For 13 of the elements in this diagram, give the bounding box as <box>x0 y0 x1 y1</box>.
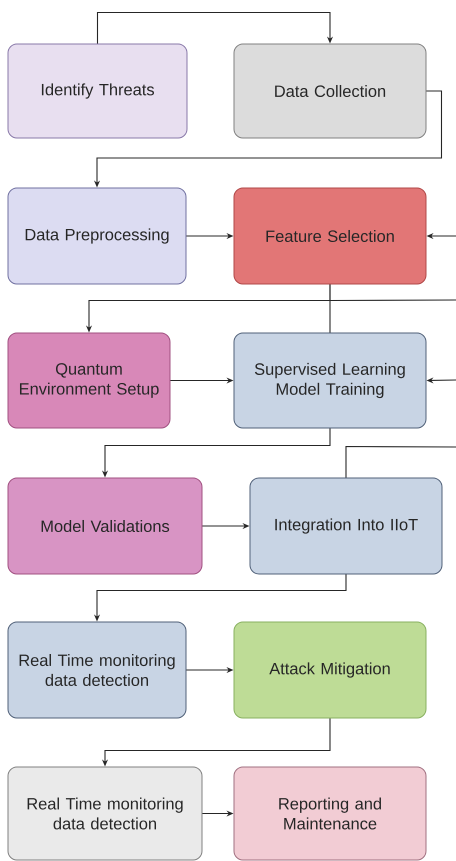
process-box: Data Preprocessing <box>8 188 186 284</box>
process-box: Real Time monitoring data detection <box>8 622 186 718</box>
process-box: Supervised Learning Model Training <box>234 332 426 428</box>
process-box: Reporting and Maintenance <box>234 766 426 860</box>
process-box: Attack Mitigation <box>234 622 426 718</box>
process-box: Real Time monitoring data detection <box>8 766 202 860</box>
process-box: Integration Into IIoT <box>250 478 442 574</box>
arrow <box>96 12 334 44</box>
process-box: Identify Threats <box>8 44 188 138</box>
process-box: Model Validations <box>8 478 202 574</box>
process-box: Quantum Environment Setup <box>8 332 170 428</box>
process-box: Feature Selection <box>234 188 426 284</box>
process-box: Data Collection <box>234 44 426 138</box>
